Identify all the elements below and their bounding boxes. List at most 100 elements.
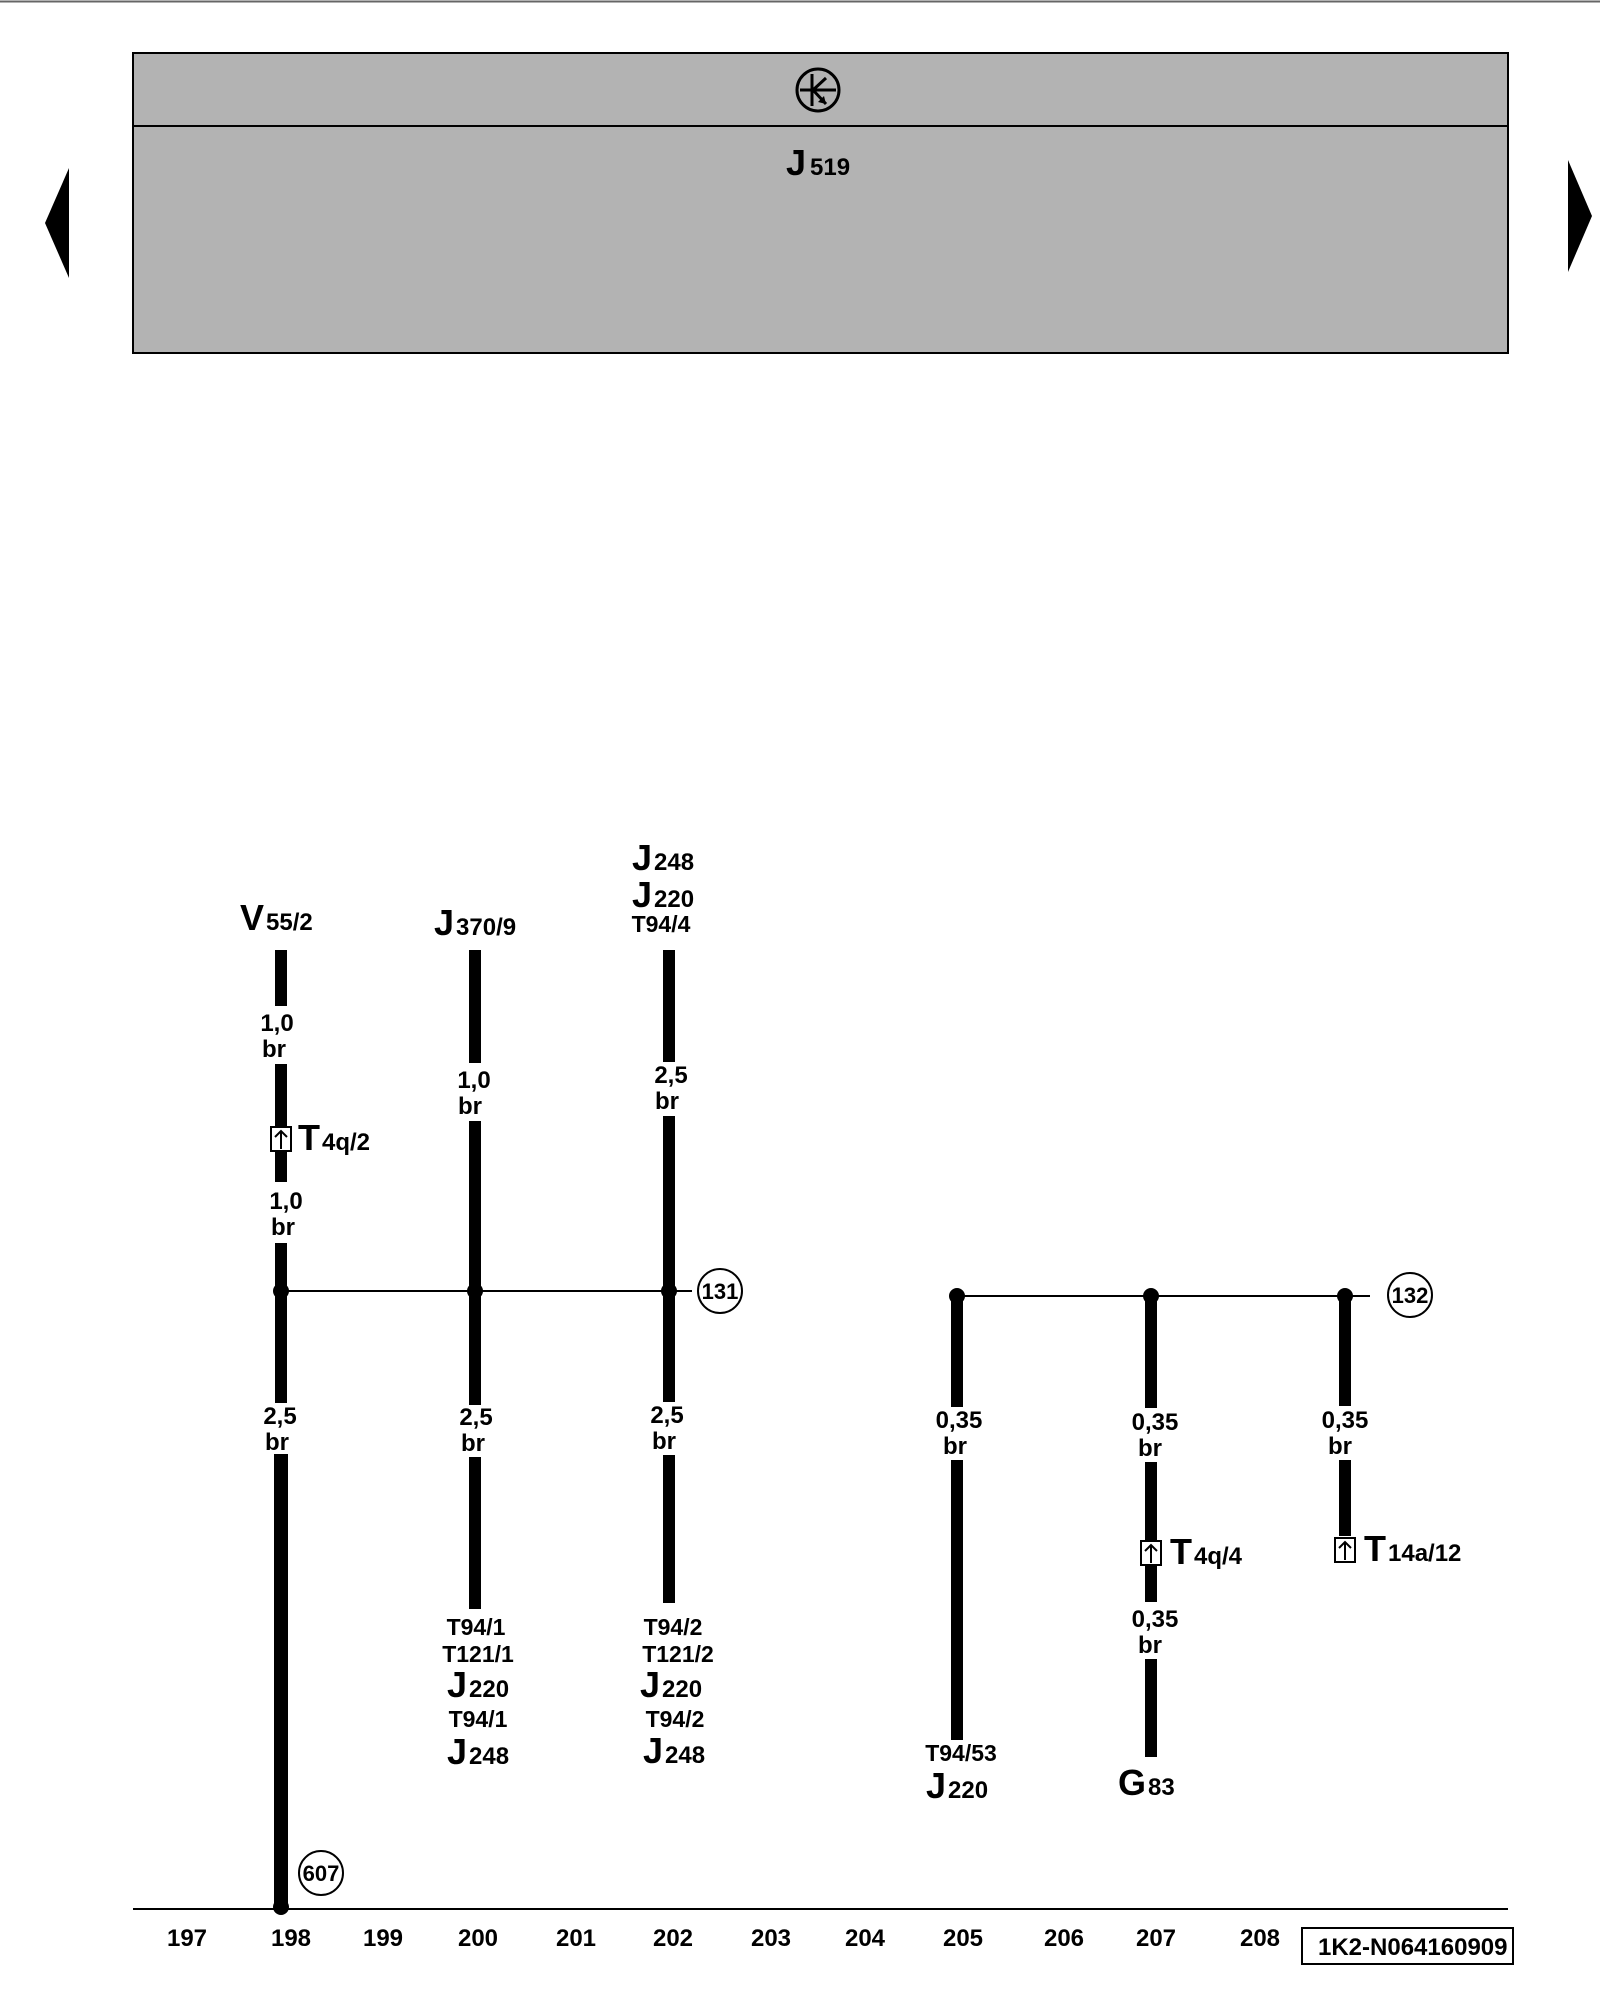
wire-202-size-1: 2,5 xyxy=(654,1062,687,1089)
wire-200-segment xyxy=(469,1457,481,1609)
wire-205-segment xyxy=(951,1460,963,1740)
footer-code: 1K2-N064160909 xyxy=(1318,1934,1507,1961)
junction-dot xyxy=(273,1899,289,1915)
wire-207-color-2: br xyxy=(1138,1632,1162,1659)
wire-200-top-component: J370/9 xyxy=(434,902,516,943)
wire-202-color-2: br xyxy=(652,1428,676,1455)
wire-198-size-2: 1,0 xyxy=(269,1188,302,1215)
wire-200-size-2: 2,5 xyxy=(459,1404,492,1431)
wire-202-top-component-1: J248 xyxy=(632,837,694,878)
wire-202-top-pin: T94/4 xyxy=(632,911,691,937)
wire-200-bottom-component-2: J248 xyxy=(447,1731,509,1772)
wire-202-segment xyxy=(663,1455,675,1603)
wire-198-color-3: br xyxy=(265,1429,289,1456)
connector-icon xyxy=(270,1126,292,1152)
next-page-arrow-icon[interactable] xyxy=(1568,160,1592,272)
ground-symbol-icon xyxy=(795,67,841,113)
wire-198-size-3: 2,5 xyxy=(263,1403,296,1430)
wire-200-pin-3: T94/1 xyxy=(449,1706,508,1732)
column-number: 199 xyxy=(363,1925,403,1952)
wire-200: J370/9 1,0 br 2,5 br T94/1 T121/1 J220 T… xyxy=(434,902,516,1772)
wire-209-size-1: 0,35 xyxy=(1322,1407,1369,1434)
wire-202-color-1: br xyxy=(655,1088,679,1115)
wire-205-color-1: br xyxy=(943,1433,967,1460)
column-number: 203 xyxy=(751,1925,791,1952)
wire-207-size-1: 0,35 xyxy=(1132,1409,1179,1436)
wire-200-bottom-component-1: J220 xyxy=(447,1664,509,1705)
wire-207-segment xyxy=(1145,1659,1157,1757)
wire-198-connector-label: T4q/2 xyxy=(298,1117,370,1158)
connector-icon xyxy=(1140,1540,1162,1566)
connector-icon xyxy=(1334,1537,1356,1563)
ref-label-131: 131 xyxy=(702,1279,739,1304)
column-number: 204 xyxy=(845,1925,886,1952)
wire-205-segment xyxy=(951,1296,963,1407)
wire-209-color-1: br xyxy=(1328,1433,1352,1460)
wire-207-connector-label: T4q/4 xyxy=(1170,1531,1243,1572)
wire-202-pin-3: T94/2 xyxy=(646,1706,705,1732)
wire-200-pin-1: T94/1 xyxy=(447,1614,506,1640)
column-number: 197 xyxy=(167,1925,207,1952)
wire-209-segment xyxy=(1339,1460,1351,1536)
previous-page-arrow-icon[interactable] xyxy=(45,168,69,278)
wire-198-segment xyxy=(275,1243,287,1403)
wire-205-size-1: 0,35 xyxy=(936,1407,983,1434)
column-number: 201 xyxy=(556,1925,596,1952)
wire-205: 0,35 br T94/53 J220 xyxy=(925,1288,997,1806)
header-box xyxy=(132,52,1509,354)
junction-dot xyxy=(273,1283,289,1299)
wire-198-segment xyxy=(274,1454,288,1910)
wire-200-segment xyxy=(469,1121,481,1405)
wire-200-size-1: 1,0 xyxy=(457,1067,490,1094)
wire-198-segment xyxy=(275,950,287,1006)
ref-label-607: 607 xyxy=(303,1861,340,1886)
wire-198-color-1: br xyxy=(262,1036,286,1063)
wire-207: 0,35 br T4q/4 0,35 br G83 xyxy=(1118,1288,1243,1803)
ref-label-132: 132 xyxy=(1392,1283,1429,1308)
wire-202-size-2: 2,5 xyxy=(650,1402,683,1429)
wire-198: V55/2 1,0 br T4q/2 1,0 br 2,5 br 607 xyxy=(240,897,370,1915)
column-number: 200 xyxy=(458,1925,498,1952)
wire-202-bottom-component-2: J248 xyxy=(643,1730,705,1771)
wire-202-bottom-component-1: J220 xyxy=(640,1664,702,1705)
wire-207-segment xyxy=(1145,1296,1157,1408)
wire-202-segment xyxy=(663,1116,675,1402)
ref-circle-132 xyxy=(1387,1272,1433,1318)
column-number: 206 xyxy=(1044,1925,1084,1952)
column-number: 205 xyxy=(943,1925,983,1952)
wire-198-segment xyxy=(275,1064,287,1182)
column-numbers: 1971981992002012022032042052062072082092… xyxy=(167,1925,1464,1952)
wire-200-color-2: br xyxy=(461,1430,485,1457)
wire-198-top-component: V55/2 xyxy=(240,897,313,938)
wire-200-pin-2: T121/1 xyxy=(442,1641,514,1667)
wire-200-color-1: br xyxy=(458,1093,482,1120)
wire-198-size-1: 1,0 xyxy=(260,1010,293,1037)
wire-209: 0,35 br T14a/12 xyxy=(1322,1288,1461,1569)
ref-circle-131 xyxy=(697,1268,743,1314)
column-number: 202 xyxy=(653,1925,693,1952)
wire-202-pin-2: T121/2 xyxy=(642,1641,714,1667)
wire-202-top-component-2: J220 xyxy=(632,874,694,915)
wire-202-pin-1: T94/2 xyxy=(644,1614,703,1640)
wire-202-segment xyxy=(663,950,675,1062)
wire-205-pin: T94/53 xyxy=(925,1740,997,1766)
column-number: 198 xyxy=(271,1925,311,1952)
junction-dot xyxy=(661,1283,677,1299)
wire-207-segment xyxy=(1145,1462,1157,1602)
column-number: 207 xyxy=(1136,1925,1176,1952)
ref-circle-607 xyxy=(298,1850,344,1896)
wire-209-connector-label: T14a/12 xyxy=(1364,1528,1461,1569)
footer-code-box xyxy=(1301,1927,1514,1965)
wire-202: J248 J220 T94/4 2,5 br 2,5 br T94/2 T121… xyxy=(632,837,714,1771)
wire-198-color-2: br xyxy=(271,1214,295,1241)
wire-207-bottom-component: G83 xyxy=(1118,1762,1175,1803)
wire-205-bottom-component: J220 xyxy=(926,1765,988,1806)
junction-dot xyxy=(467,1283,483,1299)
wire-209-segment xyxy=(1339,1296,1351,1406)
wire-207-color-1: br xyxy=(1138,1435,1162,1462)
wire-207-size-2: 0,35 xyxy=(1132,1606,1179,1633)
column-number: 208 xyxy=(1240,1925,1280,1952)
